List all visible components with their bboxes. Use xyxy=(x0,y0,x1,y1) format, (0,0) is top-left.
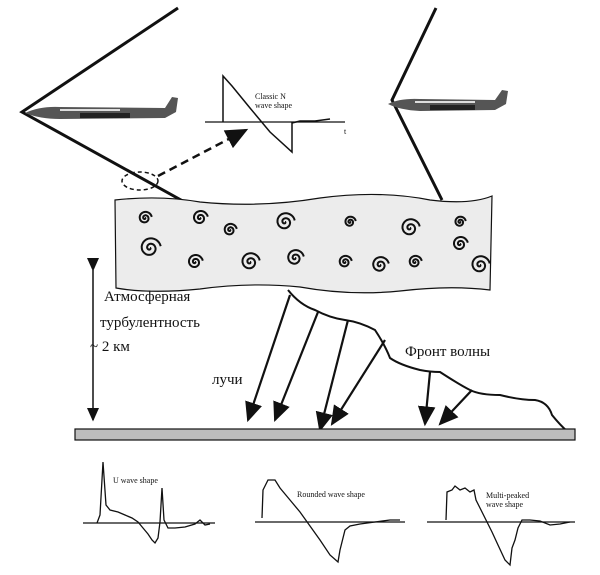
eddy-spiral xyxy=(140,237,162,256)
eddy-spiral xyxy=(193,210,209,224)
eddy-spiral xyxy=(453,236,469,250)
n-wave-label-2: wave shape xyxy=(255,101,293,110)
multi-wave-label-1: Multi-peaked xyxy=(486,491,529,500)
eddy-spiral xyxy=(138,210,153,224)
eddy-spiral xyxy=(344,215,357,227)
eddy-spiral xyxy=(223,222,238,236)
rounded-wave: Rounded wave shape xyxy=(255,479,405,564)
highlight-ellipse xyxy=(121,171,159,191)
eddy-spiral xyxy=(276,212,296,230)
wave-front xyxy=(287,289,569,433)
eddy-spiral xyxy=(241,252,261,270)
eddy-spiral xyxy=(338,254,353,268)
eddy-spiral xyxy=(454,215,467,227)
ground xyxy=(74,428,576,441)
right-shock-cone xyxy=(390,7,444,201)
left-aircraft xyxy=(25,97,178,119)
dashed-arrow xyxy=(157,128,249,178)
turbulence-label-2: турбулентность xyxy=(100,315,200,331)
turbulence-label-1: Атмосферная xyxy=(104,289,190,305)
wavefront-label: Фронт волны xyxy=(405,344,490,360)
eddy-spiral xyxy=(471,255,491,273)
t-axis-label: t xyxy=(344,127,347,136)
n-wave-inset: Classic N wave shape t xyxy=(205,74,347,154)
eddy-spiral xyxy=(372,256,390,272)
rays-label: лучи xyxy=(212,372,243,388)
left-shock-cone xyxy=(19,6,191,207)
turbulence-band xyxy=(114,193,493,294)
rounded-wave-label: Rounded wave shape xyxy=(297,490,365,499)
turbulence-eddies xyxy=(138,210,491,273)
multi-peaked-wave: Multi-peaked wave shape xyxy=(427,485,575,567)
multi-wave-label-2: wave shape xyxy=(486,500,524,509)
eddy-spiral xyxy=(287,249,305,265)
n-wave-label-1: Classic N xyxy=(255,92,286,101)
u-wave-label: U wave shape xyxy=(113,476,158,485)
eddy-spiral xyxy=(188,254,204,268)
height-label: ~ 2 км xyxy=(90,339,130,355)
eddy-spiral xyxy=(401,218,421,236)
right-aircraft xyxy=(388,90,508,111)
rays xyxy=(245,294,473,433)
eddy-spiral xyxy=(408,254,423,268)
u-wave: U wave shape xyxy=(83,461,215,545)
